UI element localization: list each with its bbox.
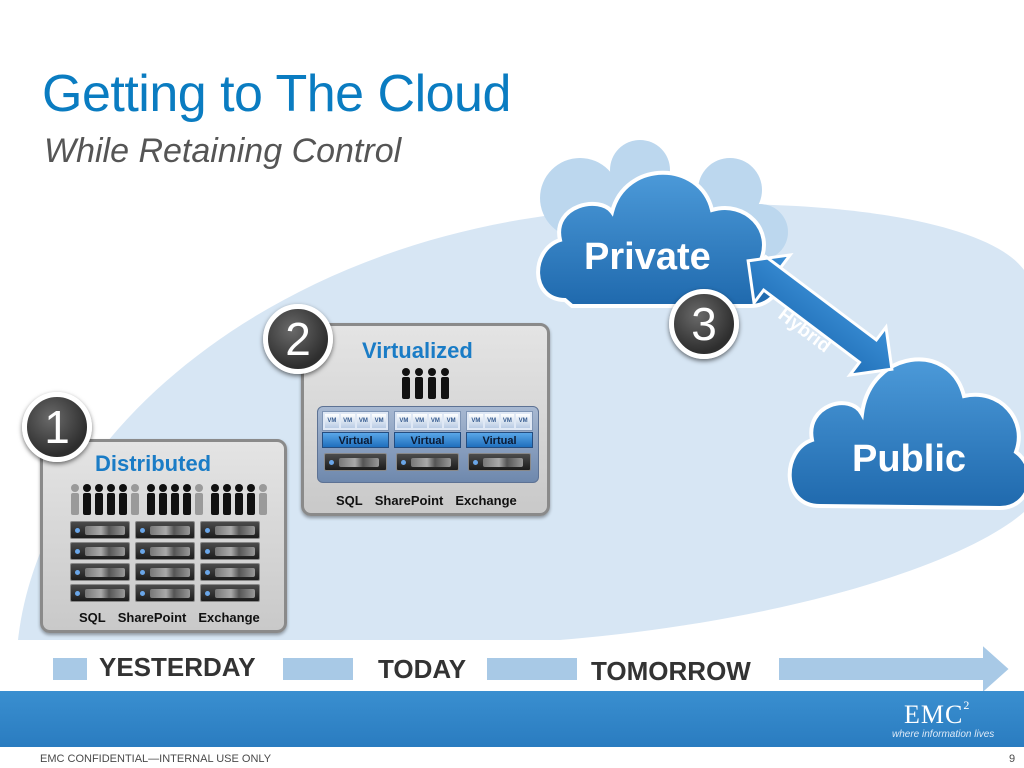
server-rack xyxy=(324,453,387,471)
server-rack xyxy=(200,584,260,602)
page-number: 9 xyxy=(1009,753,1016,765)
server-rack xyxy=(135,542,195,560)
server-rack xyxy=(135,563,195,581)
server-rack xyxy=(70,542,130,560)
vm-row: VM VM VM VM xyxy=(394,411,461,431)
users-icon xyxy=(71,484,267,515)
private-cloud-label: Private xyxy=(584,236,711,278)
server-rack xyxy=(468,453,531,471)
server-rack xyxy=(200,563,260,581)
vm-box: VM xyxy=(469,414,483,428)
app-label-sql: SQL xyxy=(79,610,106,625)
app-label-sharepoint: SharePoint xyxy=(117,610,187,625)
vm-box: VM xyxy=(516,414,530,428)
vm-row: VM VM VM VM xyxy=(466,411,533,431)
footer-band xyxy=(0,691,1024,747)
public-cloud-shape xyxy=(787,357,1024,511)
vm-box: VM xyxy=(397,414,411,428)
vm-box: VM xyxy=(356,414,371,428)
virtualized-panel: Virtualized VM VM VM VM Virtual VM VM VM… xyxy=(301,323,550,516)
timeline-yesterday: YESTERDAY xyxy=(99,652,256,682)
server-rack xyxy=(200,542,260,560)
server-rack xyxy=(70,563,130,581)
vm-box: VM xyxy=(325,414,339,428)
hybrid-arrow xyxy=(746,252,894,378)
vm-row: VM VM VM VM xyxy=(322,411,389,431)
public-cloud-label: Public xyxy=(852,438,967,480)
app-label-sql: SQL xyxy=(336,493,363,508)
emc-logo-text: EMC xyxy=(904,700,964,729)
slide-title: Getting to The Cloud xyxy=(42,65,511,123)
virtualized-apps: SQL SharePoint Exchange xyxy=(336,493,517,508)
confidentiality-notice: EMC CONFIDENTIAL—INTERNAL USE ONLY xyxy=(40,753,272,765)
vm-box: VM xyxy=(428,414,443,428)
virtualized-title: Virtualized xyxy=(362,338,473,363)
distributed-panel: Distributed SQL xyxy=(40,439,287,633)
server-rack xyxy=(135,521,195,539)
vm-box: VM xyxy=(372,414,386,428)
server-rack xyxy=(396,453,459,471)
vm-box: VM xyxy=(444,414,458,428)
server-rack xyxy=(70,584,130,602)
server-rack xyxy=(70,521,130,539)
vm-box: VM xyxy=(412,414,427,428)
timeline-today: TODAY xyxy=(378,654,467,684)
emc-tagline: where information lives xyxy=(892,729,995,740)
vm-box: VM xyxy=(484,414,499,428)
emc-logo-sup: 2 xyxy=(963,698,971,713)
slide-subtitle: While Retaining Control xyxy=(44,132,402,170)
app-label-sharepoint: SharePoint xyxy=(374,493,444,508)
step-badge-2: 2 xyxy=(263,304,333,374)
virtual-host-sql: VM VM VM VM Virtual xyxy=(322,411,389,477)
virtual-label: Virtual xyxy=(322,432,389,448)
distributed-title: Distributed xyxy=(95,451,212,476)
vm-box: VM xyxy=(500,414,515,428)
app-label-exchange: Exchange xyxy=(198,610,260,625)
vm-box: VM xyxy=(340,414,355,428)
step-badge-3: 3 xyxy=(669,289,739,359)
users-icon xyxy=(402,368,449,399)
virtual-host-sharepoint: VM VM VM VM Virtual xyxy=(394,411,461,477)
virtual-label: Virtual xyxy=(394,432,461,448)
server-rack xyxy=(200,521,260,539)
emc-logo: EMC2 xyxy=(904,698,971,730)
server-rack xyxy=(135,584,195,602)
timeline-tomorrow: TOMORROW xyxy=(591,656,751,686)
virtual-label: Virtual xyxy=(466,432,533,448)
timeline-arrow xyxy=(51,641,1012,697)
app-label-exchange: Exchange xyxy=(455,493,517,508)
step-badge-1: 1 xyxy=(22,392,92,462)
virtual-host-exchange: VM VM VM VM Virtual xyxy=(466,411,533,477)
distributed-apps: SQL SharePoint Exchange xyxy=(79,610,260,625)
